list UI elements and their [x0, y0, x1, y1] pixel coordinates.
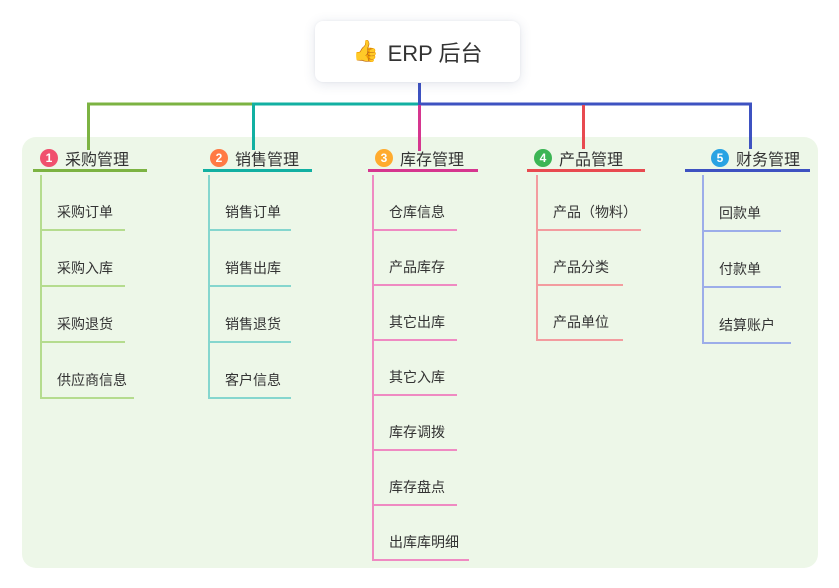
- child-label: 产品库存: [389, 259, 445, 275]
- child-node[interactable]: 库存盘点: [372, 472, 457, 506]
- branch-node-1[interactable]: 1 采购管理: [33, 146, 147, 172]
- connector-branch-5: [418, 102, 752, 149]
- child-node[interactable]: 客户信息: [208, 365, 291, 399]
- branch-number-badge: 4: [534, 148, 552, 167]
- child-node[interactable]: 结算账户: [702, 310, 791, 344]
- branch-child-spine: [536, 175, 538, 341]
- branch-child-spine: [702, 175, 704, 344]
- child-label: 销售出库: [225, 260, 281, 276]
- root-title: ERP 后台: [387, 40, 483, 66]
- child-label: 库存盘点: [389, 479, 445, 495]
- child-label: 产品分类: [553, 259, 609, 275]
- branch-child-spine: [40, 175, 42, 399]
- branch-node-4[interactable]: 4 产品管理: [527, 146, 645, 172]
- child-label: 销售订单: [225, 204, 281, 220]
- branch-node-3[interactable]: 3 库存管理: [368, 146, 478, 172]
- child-node[interactable]: 付款单: [702, 254, 781, 288]
- root-node[interactable]: 👍 ERP 后台: [315, 21, 520, 82]
- branch-child-spine: [208, 175, 210, 399]
- branch-child-spine: [372, 175, 374, 561]
- thumbs-up-icon: 👍: [352, 40, 379, 63]
- child-label: 采购入库: [57, 260, 113, 276]
- mindmap-panel: [22, 137, 818, 568]
- child-node[interactable]: 销售出库: [208, 253, 291, 287]
- child-node[interactable]: 采购订单: [40, 197, 125, 231]
- branch-label: 采购管理: [65, 151, 130, 169]
- branch-node-5[interactable]: 5 财务管理: [685, 146, 810, 172]
- branch-number-badge: 3: [375, 148, 393, 167]
- child-node[interactable]: 其它入库: [372, 362, 457, 396]
- child-node[interactable]: 采购入库: [40, 253, 125, 287]
- child-node[interactable]: 其它出库: [372, 307, 457, 341]
- child-label: 其它入库: [389, 369, 445, 385]
- child-label: 采购退货: [57, 316, 113, 332]
- child-node[interactable]: 出库库明细: [372, 527, 469, 561]
- branch-number-badge: 5: [710, 148, 729, 167]
- branch-label: 产品管理: [559, 151, 624, 169]
- branch-number-badge: 2: [210, 148, 228, 167]
- child-node[interactable]: 供应商信息: [40, 365, 134, 399]
- child-node[interactable]: 销售订单: [208, 197, 291, 231]
- child-label: 采购订单: [57, 204, 113, 220]
- branch-label: 财务管理: [735, 151, 800, 169]
- child-label: 产品单位: [553, 314, 609, 330]
- child-label: 付款单: [719, 261, 761, 277]
- child-label: 库存调拨: [389, 424, 445, 440]
- connector-branch-2: [252, 102, 420, 150]
- child-node[interactable]: 产品单位: [536, 307, 623, 341]
- child-label: 结算账户: [719, 317, 775, 333]
- branch-number-badge: 1: [40, 148, 58, 167]
- child-label: 供应商信息: [57, 372, 127, 388]
- child-node[interactable]: 库存调拨: [372, 417, 457, 451]
- child-node[interactable]: 产品库存: [372, 252, 457, 286]
- child-node[interactable]: 仓库信息: [372, 197, 457, 231]
- child-label: 出库库明细: [389, 534, 459, 550]
- child-node[interactable]: 采购退货: [40, 309, 125, 343]
- child-label: 其它出库: [389, 314, 445, 330]
- child-label: 产品（物料）: [553, 204, 637, 220]
- child-node[interactable]: 回款单: [702, 198, 781, 232]
- branch-label: 库存管理: [400, 151, 465, 169]
- branch-node-2[interactable]: 2 销售管理: [203, 146, 312, 172]
- child-label: 销售退货: [225, 316, 281, 332]
- child-label: 回款单: [719, 205, 761, 221]
- child-node[interactable]: 产品分类: [536, 252, 623, 286]
- child-node[interactable]: 销售退货: [208, 309, 291, 343]
- branch-label: 销售管理: [235, 151, 300, 169]
- child-node[interactable]: 产品（物料）: [536, 197, 641, 231]
- child-label: 仓库信息: [389, 204, 445, 220]
- child-label: 客户信息: [225, 372, 281, 388]
